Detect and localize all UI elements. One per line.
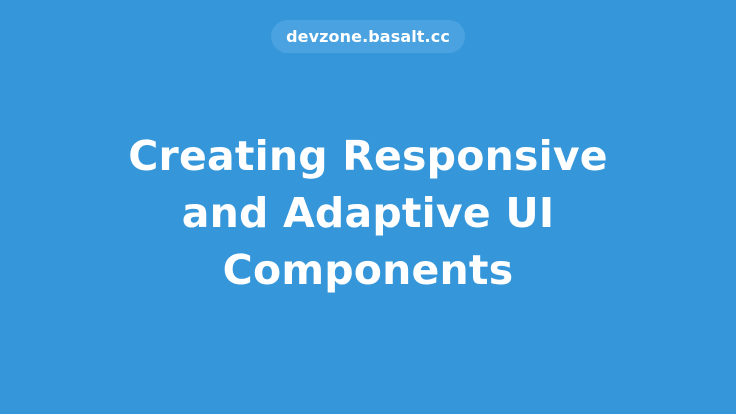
article-title: Creating Responsive and Adaptive UI Comp… xyxy=(0,128,736,299)
site-domain-badge[interactable]: devzone.basalt.cc xyxy=(271,20,465,53)
article-title-line-2: and Adaptive UI xyxy=(181,189,555,237)
article-title-line-3: Components xyxy=(222,246,514,294)
article-title-line-1: Creating Responsive xyxy=(128,132,608,180)
